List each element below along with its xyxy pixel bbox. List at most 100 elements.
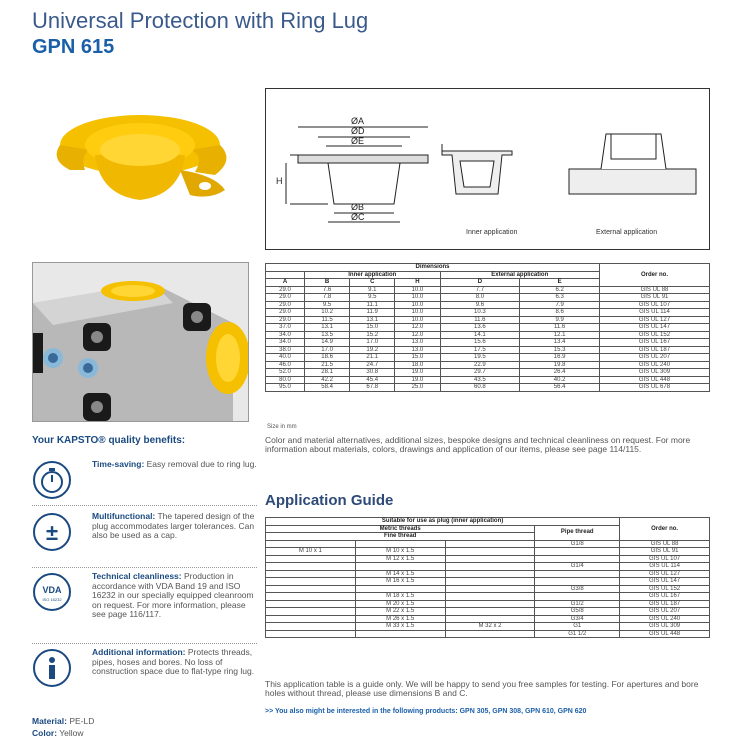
table-cell: 46.0 <box>264 360 306 369</box>
table-cell: 11.6 <box>519 323 600 332</box>
table-cell: 17.5 <box>439 345 521 354</box>
table-cell: 34.0 <box>264 338 306 347</box>
dimension-column-header: A <box>264 278 306 287</box>
technical-drawing: ØA ØD ØE H ØB ØC Inner application Exter… <box>265 88 710 250</box>
table-cell: GIS UL 448 <box>619 629 710 638</box>
table-cell: GIS UL 91 <box>619 547 710 556</box>
table-cell: 29.0 <box>264 300 306 309</box>
inner-application-header: Inner application <box>304 270 441 279</box>
dim-label-d: ØD <box>351 126 365 136</box>
table-cell: G1 1/2 <box>534 629 621 638</box>
table-cell: 10.0 <box>394 293 441 302</box>
dimension-column-header: H <box>394 278 441 287</box>
dim-label-a: ØA <box>351 116 364 126</box>
table-cell: 11.6 <box>439 315 521 324</box>
dim-label-h: H <box>276 176 283 186</box>
table-cell: 12.0 <box>394 330 441 339</box>
table-cell: GIS UL 240 <box>619 614 710 623</box>
table-cell: 12.0 <box>394 323 441 332</box>
table-cell: 29.0 <box>264 308 306 317</box>
table-cell: G3/8 <box>534 584 621 593</box>
table-cell: 21.5 <box>304 360 351 369</box>
product-code: GPN 615 <box>32 36 115 58</box>
benefit-text: Additional information: Protects threads… <box>92 647 255 676</box>
table-cell: 13.4 <box>519 338 600 347</box>
table-cell: 11.1 <box>349 300 396 309</box>
table-cell: 25.0 <box>394 383 441 392</box>
table-cell: GIS UL 127 <box>599 315 710 324</box>
table-cell: 19.8 <box>519 360 600 369</box>
table-cell: 8.6 <box>519 308 600 317</box>
table-cell: 10.0 <box>394 315 441 324</box>
table-cell: G5/8 <box>534 607 621 616</box>
table-cell: 34.0 <box>264 330 306 339</box>
pipe-thread-header: Pipe thread <box>534 524 621 541</box>
table-cell: 45.4 <box>349 375 396 384</box>
table-cell: M 16 x 1.5 <box>354 577 446 586</box>
table-cell: G1 <box>534 622 621 631</box>
divider <box>32 567 257 568</box>
dim-label-b: ØB <box>351 202 364 212</box>
table-cell: 8.0 <box>439 293 521 302</box>
dimension-column-header: D <box>439 278 521 287</box>
table-cell: 10.0 <box>394 285 441 294</box>
table-cell: GIS UL 448 <box>599 375 710 384</box>
table-cell: 30.8 <box>349 368 396 377</box>
table-cell: 7.9 <box>519 300 600 309</box>
benefit-text: Technical cleanliness: Production in acc… <box>92 571 254 619</box>
table-cell: 24.7 <box>349 360 396 369</box>
table-cell <box>444 539 536 548</box>
plus-minus-icon: ± <box>33 513 71 551</box>
benefit-additional-information: Additional information: Protects threads… <box>32 647 257 703</box>
table-cell: 19.0 <box>394 375 441 384</box>
table-cell <box>444 599 536 608</box>
table-cell <box>534 554 621 563</box>
table-cell: 10.3 <box>439 308 521 317</box>
table-cell: 11.5 <box>304 315 351 324</box>
table-cell: 9.6 <box>439 300 521 309</box>
table-cell: M 32 x 2 <box>444 622 536 631</box>
table-cell: 7.6 <box>304 285 351 294</box>
table-cell <box>265 622 356 631</box>
table-cell: 14.1 <box>439 330 521 339</box>
order-no-header: Order no. <box>599 263 710 287</box>
table-cell: GIS UL 107 <box>619 554 710 563</box>
size-note: Size in mm <box>267 424 297 430</box>
divider <box>32 643 257 644</box>
table-cell: 60.8 <box>439 383 521 392</box>
table-cell: 40.0 <box>264 353 306 362</box>
table-cell <box>444 554 536 563</box>
table-cell <box>265 599 356 608</box>
color-note: Color and material alternatives, additio… <box>265 435 691 454</box>
table-cell: 9.5 <box>304 300 351 309</box>
table-cell: GIS UL 187 <box>599 345 710 354</box>
table-cell <box>265 539 356 548</box>
table-cell: GIS UL 152 <box>599 330 710 339</box>
table-cell: 11.9 <box>349 308 396 317</box>
table-cell: 21.1 <box>349 353 396 362</box>
table-cell: 9.5 <box>349 293 396 302</box>
benefit-text: Multifunctional: The tapered design of t… <box>92 511 255 540</box>
table-cell: M 20 x 1.5 <box>354 599 446 608</box>
table-cell: 52.0 <box>264 368 306 377</box>
table-cell: M 10 x 1 <box>265 547 356 556</box>
table-cell: 10.2 <box>304 308 351 317</box>
table-cell <box>534 569 621 578</box>
info-icon <box>33 649 71 687</box>
table-cell: 38.0 <box>264 345 306 354</box>
